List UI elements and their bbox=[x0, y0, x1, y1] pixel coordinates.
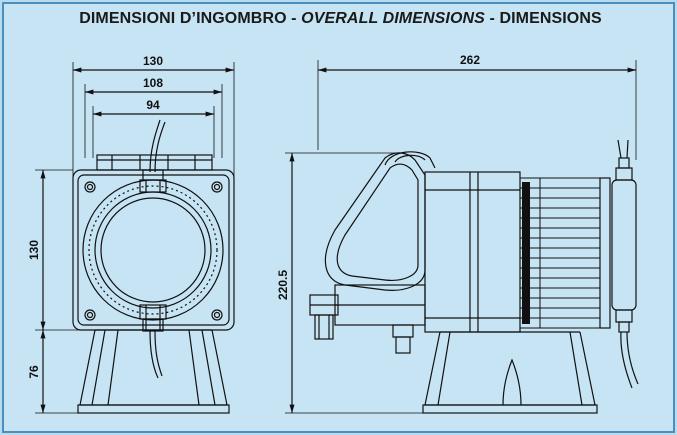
dim-label-94: 94 bbox=[146, 98, 160, 112]
title-italian: DIMENSIONI D’INGOMBRO - bbox=[79, 10, 302, 27]
dimension-front-width-overall: 130 bbox=[72, 54, 235, 190]
front-valve-bottom bbox=[139, 304, 167, 332]
figure-title: DIMENSIONI D’INGOMBRO - OVERALL DIMENSIO… bbox=[4, 10, 677, 28]
side-view: 262 220.5 bbox=[276, 53, 639, 414]
front-cable-bottom bbox=[149, 330, 159, 379]
title-french: - DIMENSIONS bbox=[484, 10, 602, 27]
dimension-front-width-inner: 94 bbox=[92, 98, 215, 158]
dimension-side-height: 220.5 bbox=[276, 152, 430, 414]
corner-screws bbox=[84, 181, 223, 321]
dim-label-220-5: 220.5 bbox=[276, 270, 290, 300]
side-cable-gland bbox=[599, 139, 639, 389]
front-valve-top bbox=[139, 169, 167, 193]
front-view: 130 108 94 bbox=[27, 54, 235, 414]
title-english: OVERALL DIMENSIONS bbox=[301, 10, 485, 27]
front-body bbox=[72, 169, 235, 331]
front-base bbox=[77, 329, 230, 414]
dimension-front-width-mid: 108 bbox=[84, 76, 223, 158]
dim-label-130-height: 130 bbox=[27, 240, 41, 260]
side-cooling-fins bbox=[519, 177, 601, 329]
side-base bbox=[422, 331, 598, 414]
front-cable-top bbox=[149, 119, 161, 173]
side-pump-head-cover bbox=[324, 152, 426, 291]
side-inlet-fitting bbox=[309, 294, 339, 340]
side-head-block bbox=[334, 284, 426, 326]
dim-label-76: 76 bbox=[27, 365, 41, 379]
dim-label-108: 108 bbox=[143, 76, 163, 90]
side-motor-body bbox=[424, 171, 521, 333]
dimension-side-length: 262 bbox=[317, 53, 637, 160]
dim-label-130-width: 130 bbox=[143, 54, 163, 68]
side-outlet-fitting bbox=[392, 324, 414, 354]
front-pump-head-outer bbox=[82, 179, 224, 321]
dimension-front-height-base: 76 bbox=[27, 330, 78, 414]
dim-label-262: 262 bbox=[460, 53, 480, 67]
dimension-front-height-body: 130 bbox=[27, 169, 95, 331]
